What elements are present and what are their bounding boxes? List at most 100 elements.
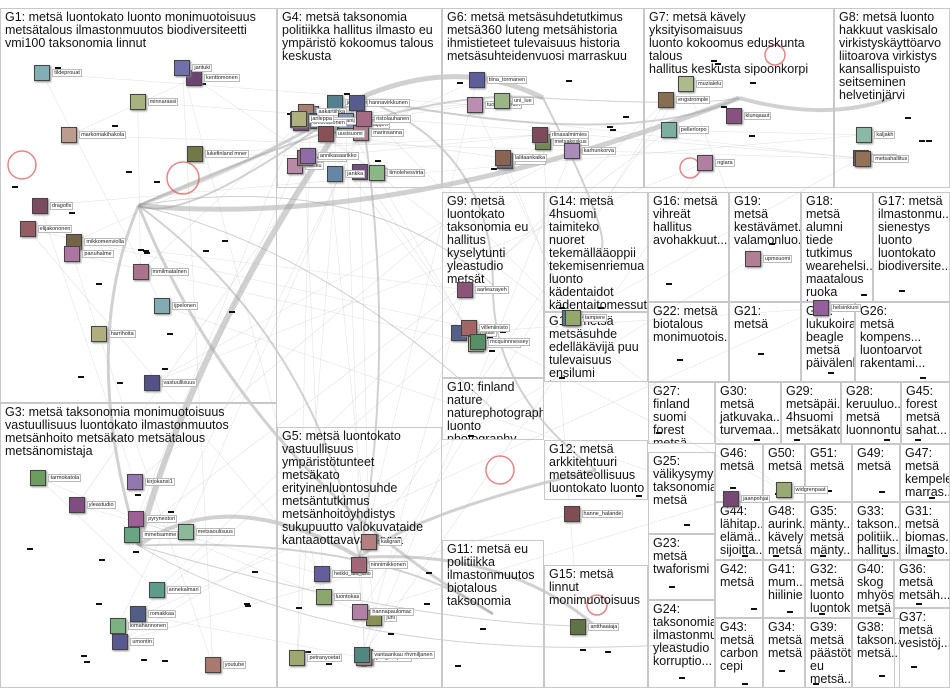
account-node[interactable]: helsinkiuni [812,300,861,317]
group-title: G16: metsä vihreät hallitus avohakkuut..… [653,194,728,247]
account-node[interactable]: timolehesvirta [369,165,426,182]
minor-node-mark [162,659,169,662]
account-node[interactable]: tildeprouat [34,65,82,82]
account-node[interactable]: jaanpohjai [723,490,771,507]
account-node[interactable]: hanne_halande [563,505,624,522]
avatar [466,97,483,114]
account-node[interactable]: antthaaiaja [570,618,620,635]
account-node[interactable]: lukefinland mner [186,145,249,162]
account-node[interactable]: engstromple [657,92,711,109]
account-node[interactable]: ristolauhanen [356,110,412,127]
account-node[interactable]: youtube [204,657,247,674]
account-label: timolehesvirta [387,169,426,178]
account-node[interactable]: ngiara [697,154,735,171]
account-node[interactable]: villeniinisto [461,319,510,336]
avatar [468,72,485,89]
account-node[interactable]: jarileppa [291,111,334,128]
account-node[interactable]: hannapaulomac [352,604,414,621]
account-node[interactable]: annekalmari [148,582,201,599]
account-node[interactable]: mmetsamme [124,527,179,544]
group-title: G25: välikysymys taksonomia metsä [653,454,715,507]
avatar [299,147,316,164]
account-label: rlinasalmimies [550,130,589,139]
edge [137,332,459,615]
account-label: harrihoita [108,330,136,339]
avatar [315,589,332,606]
minor-node-mark [929,497,936,499]
account-node[interactable]: markomakihakola [61,127,127,144]
account-node[interactable]: aarleazayeh [456,281,509,298]
account-node[interactable]: minnarassi [129,93,179,110]
edge [138,545,682,648]
account-node[interactable]: lalitaankaika [494,149,548,166]
edge [297,113,311,658]
account-label: ristolauhanen [374,114,412,123]
avatar [174,60,191,77]
minor-node-mark [117,381,124,384]
account-node[interactable]: metsaoulisuus [177,523,235,540]
account-node[interactable]: lomahannonen [109,617,169,634]
account-node[interactable]: mcquinnnessey [470,334,531,351]
account-node[interactable]: klunqaaut [725,107,772,124]
minor-node-mark [714,62,721,65]
account-node[interactable]: tampere [564,310,608,327]
account-node[interactable]: uni_lue [493,93,534,110]
account-node[interactable]: kaljakh [856,126,896,143]
minor-node-mark [154,181,161,184]
account-node[interactable]: ijpelonen [154,297,199,314]
account-node[interactable]: yleastudio [68,497,116,514]
avatar [34,65,51,82]
minor-node-mark [111,124,118,127]
account-node[interactable]: widgrenpaat [775,482,828,499]
group-box-g10: G10: finland nature naturephotography lu… [442,378,544,440]
account-node[interactable]: metsahallitus [855,150,910,167]
minor-node-mark [252,570,259,573]
account-node[interactable]: umontin [112,633,154,650]
account-node[interactable]: pellerlorpo [660,122,709,139]
account-node[interactable]: panuhalme [64,246,114,263]
account-node[interactable]: tarmokatola [30,469,82,486]
account-label: kaljakh [874,130,896,139]
account-node[interactable]: heikki_ala_aho [314,566,373,583]
account-node[interactable]: rlinasalmimies [532,126,589,143]
account-node[interactable]: dragofix [31,197,74,214]
edge [135,120,299,520]
avatar [177,523,194,540]
minor-node-mark [926,139,933,142]
edge [138,545,597,627]
account-node[interactable]: kirjokansi1 [126,474,175,491]
account-node[interactable]: pyrynestori [128,511,178,528]
edge [297,173,336,658]
account-node[interactable]: karhunkorva [563,142,616,159]
group-box-g23: G23: metsä twaforismi [648,534,715,600]
account-node[interactable]: harrihoita [90,326,136,343]
group-title: G38: takson... metsä... [857,620,900,660]
avatar [148,582,165,599]
account-node[interactable]: mikkomenviolla [66,233,126,250]
account-node[interactable]: hannavirkkunen [348,95,410,111]
avatar [570,618,587,635]
edge [359,171,370,542]
minor-node-mark [879,490,885,493]
account-node[interactable]: romakkaa [129,606,177,623]
account-node[interactable]: kaligran [361,533,403,550]
account-node[interactable]: mmilmatalnen [132,263,189,280]
account-node[interactable]: luontokas [315,589,362,606]
account-node[interactable]: upmsuomi [744,250,793,267]
account-node[interactable]: vastuullisuus [143,374,198,391]
minor-node-mark [915,439,922,441]
account-node[interactable]: uusisuomi [317,125,365,142]
group-title: G15: metsä linnut monimuotoisuus [549,567,641,607]
account-node[interactable]: ninnimikkonen [350,557,408,574]
account-node[interactable]: petranyoetat [289,649,343,666]
account-node[interactable]: muzialelu [678,75,724,92]
account-node[interactable]: jankka [327,165,366,182]
edge [358,74,545,101]
account-node[interactable]: vantaankau rhvmiljanen [354,647,435,664]
account-node[interactable]: tiina_tormanen [468,72,528,89]
account-node[interactable]: elijakononen [19,220,73,237]
minor-node-mark [95,282,102,285]
edge [572,157,861,319]
account-node[interactable]: jarituki [174,60,213,77]
account-node[interactable]: annikasaarikko [299,147,359,164]
